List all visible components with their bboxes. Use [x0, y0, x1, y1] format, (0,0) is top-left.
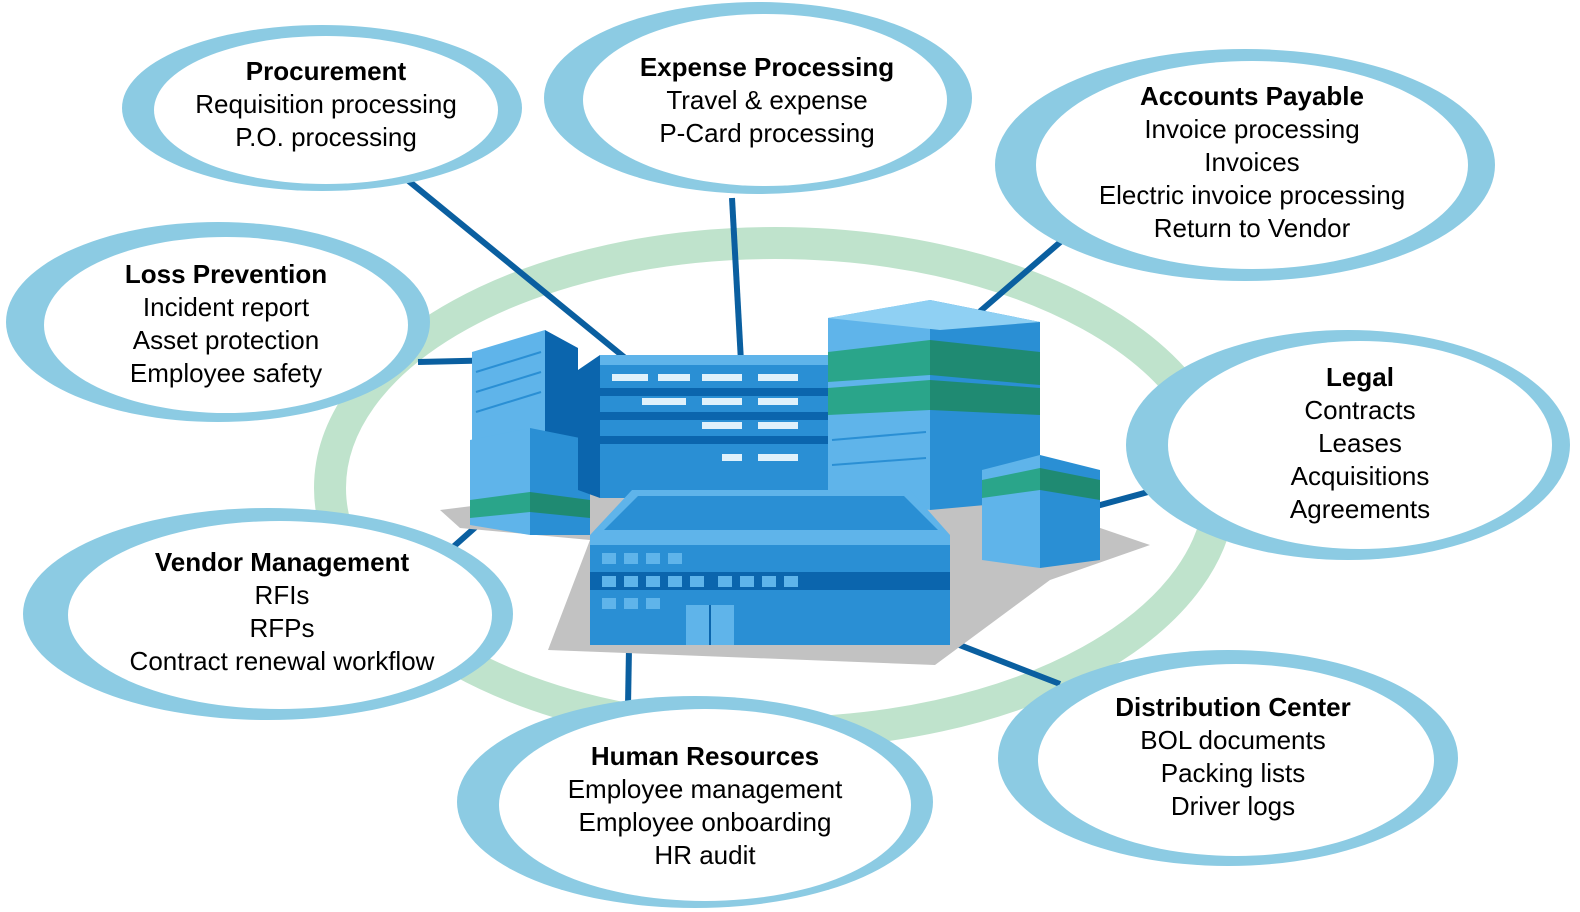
bubble-title: Human Resources [590, 741, 820, 771]
bubble-line: Asset protection [132, 325, 320, 355]
bubble-line: Employee management [567, 774, 843, 804]
bubble-line: Packing lists [1160, 758, 1306, 788]
bubble-line: Incident report [142, 292, 310, 322]
bubble-payable-shape [995, 49, 1495, 281]
bubble-line: RFIs [254, 580, 310, 610]
bubble-line: Agreements [1289, 494, 1431, 524]
bubble-title: Distribution Center [1115, 692, 1351, 722]
bubble-title: Vendor Management [154, 547, 410, 577]
left-block-band [470, 492, 530, 518]
bubble-line: Contracts [1304, 395, 1416, 425]
bubble-line: Invoice processing [1144, 114, 1360, 144]
bubble-distribution: Distribution Center BOL documents Packin… [1078, 691, 1388, 823]
bubble-line: P-Card processing [659, 118, 875, 148]
bubble-title: Legal [1326, 362, 1394, 392]
bubble-line: Acquisitions [1290, 461, 1430, 491]
bubble-line: BOL documents [1140, 725, 1326, 755]
bubble-line: Leases [1318, 428, 1402, 458]
bubble-title: Procurement [245, 56, 407, 86]
bubble-line: Driver logs [1170, 791, 1296, 821]
bubble-title: Loss Prevention [124, 259, 328, 289]
bubble-hr: Human Resources Employee management Empl… [535, 740, 875, 872]
bubble-vendor: Vendor Management RFIs RFPs Contract ren… [102, 546, 462, 678]
bubble-line: Employee onboarding [578, 807, 832, 837]
bubble-title: Accounts Payable [1140, 81, 1364, 111]
bubble-hr-shape [457, 696, 933, 908]
bubble-line: Invoices [1204, 147, 1300, 177]
bubble-loss: Loss Prevention Incident report Asset pr… [76, 258, 376, 390]
bubble-legal-shape [1126, 330, 1570, 560]
bubble-line: P.O. processing [235, 122, 417, 152]
middle-building-left [578, 355, 600, 498]
bubble-procurement: Procurement Requisition processing P.O. … [176, 55, 476, 154]
bubble-line: Return to Vendor [1153, 213, 1351, 243]
bubble-procurement-shape [122, 25, 522, 191]
bubble-expense-shape [544, 2, 972, 194]
connector-expense [729, 197, 745, 381]
bubble-expense: Expense Processing Travel & expense P-Ca… [607, 51, 927, 150]
bubble-title: Expense Processing [639, 52, 895, 82]
bubble-line: Travel & expense [666, 85, 868, 115]
bubble-payable: Accounts Payable Invoice processing Invo… [1062, 80, 1442, 245]
bubble-line: Electric invoice processing [1098, 180, 1406, 210]
bubble-line: Contract renewal workflow [129, 646, 435, 676]
left-block-front [470, 428, 530, 535]
bubble-distribution-shape [998, 650, 1458, 866]
bubble-legal: Legal Contracts Leases Acquisitions Agre… [1220, 361, 1500, 526]
bubble-line: Requisition processing [195, 89, 457, 119]
bubble-line: HR audit [654, 840, 756, 870]
building-cluster [440, 300, 1150, 665]
bubble-line: Employee safety [129, 358, 323, 388]
bubble-shapes [6, 2, 1570, 908]
connector-procurement [403, 175, 654, 383]
bubble-line: RFPs [249, 613, 315, 643]
bubble-loss-shape [6, 222, 430, 422]
bubble-vendor-shape [23, 508, 513, 720]
